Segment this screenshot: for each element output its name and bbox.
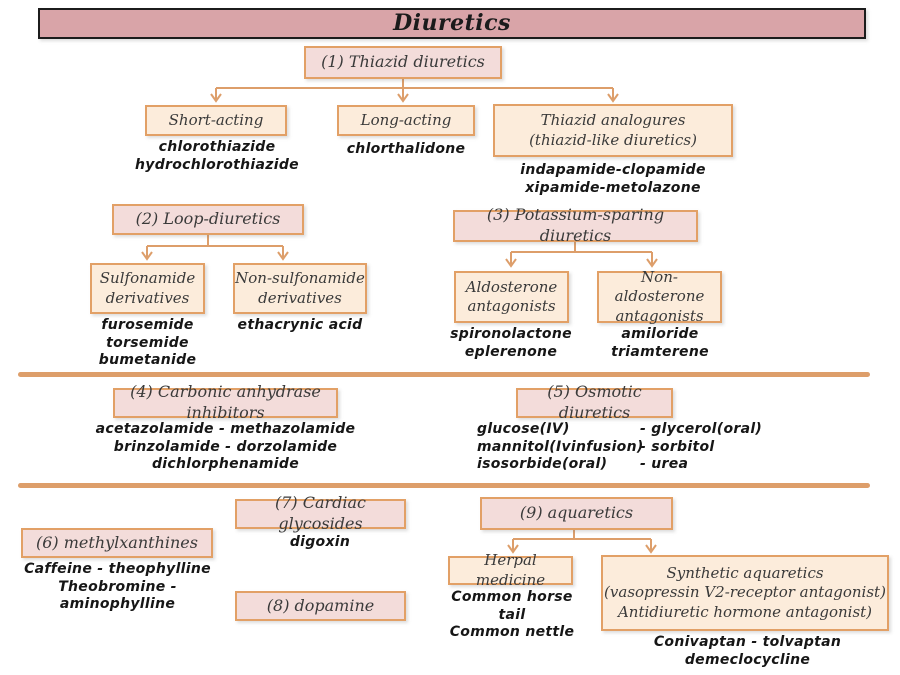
drug-line: acetazolamide - methazolamide — [95, 421, 356, 437]
node-label-line: derivatives — [258, 288, 342, 307]
node-thiazid-diuretics: (1) Thiazid diuretics — [304, 46, 502, 79]
node-label-line: (vasopressin V2-receptor antagonist) — [604, 583, 886, 602]
node-short-acting: Short-acting — [145, 105, 287, 136]
drug-list-sulfonamide: furosemide torsemide bumetanide — [85, 317, 210, 370]
drug-line: glucose(IV) — [477, 421, 570, 437]
drug-line: Theobromine - aminophylline — [58, 578, 177, 613]
separator-line-1 — [18, 372, 870, 377]
separator-line-2 — [18, 483, 870, 488]
drug-line: xipamide-metolazone — [525, 179, 701, 196]
drug-line: demeclocycline — [684, 651, 811, 668]
node-sulfonamide-derivatives: Sulfonamide derivatives — [90, 263, 205, 314]
drug-line: Conivaptan - tolvaptan — [653, 634, 842, 650]
drug-line: bumetanide — [98, 352, 197, 368]
node-label-line: Non-aldosterone — [614, 267, 705, 306]
node-label: Herpal medicine — [475, 551, 546, 589]
drug-line: - urea — [640, 456, 689, 472]
drug-line: triamterene — [611, 343, 709, 360]
drug-line: digoxin — [289, 534, 351, 550]
drug-list-long-acting: chlorthalidone — [330, 141, 482, 159]
node-synthetic-aquaretics: Synthetic aquaretics (vasopressin V2-rec… — [601, 555, 889, 631]
drug-list-synthetic: Conivaptan - tolvaptan demeclocycline — [635, 634, 860, 669]
drug-line: hydrochlorothiazide — [135, 156, 299, 173]
drug-line: mannitol(Ivinfusion) — [477, 438, 644, 455]
drug-list-herbal: Common horse tail Common nettle — [437, 589, 587, 642]
node-potassium-sparing-diuretics: (3) Potassium-sparing diuretics — [453, 205, 698, 245]
node-label: (1) Thiazid diuretics — [321, 52, 485, 72]
drug-list-carbonic: acetazolamide - methazolamide brinzolami… — [93, 421, 358, 474]
diagram-title-banner: Diuretics — [38, 8, 866, 39]
drug-line: chlorthalidone — [346, 141, 466, 157]
node-label-line: Antidiuretic hormone antagonist) — [617, 602, 873, 621]
node-non-aldosterone-antagonists: Non-aldosterone antagonists — [597, 267, 722, 325]
node-long-acting: Long-acting — [337, 105, 475, 136]
node-label-line: antagonists — [615, 306, 704, 325]
node-label-line: antagonists — [467, 297, 556, 315]
node-label-line: Thiazid analogures — [540, 111, 686, 129]
node-label: (7) Cardiac glycosides — [274, 493, 367, 533]
drug-line: Common horse tail — [451, 589, 573, 623]
drug-list-cardiac: digoxin — [250, 534, 390, 552]
node-label-line: Non-sulfonamide — [235, 269, 365, 287]
drug-line: furosemide — [101, 317, 194, 333]
drug-list-non-aldosterone: amiloride triamterene — [595, 326, 725, 361]
node-label-line: Aldosterone — [465, 277, 558, 296]
node-thiazid-analogues: Thiazid analogures (thiazid-like diureti… — [493, 104, 733, 157]
drug-list-thiazid-analogues: indapamide-clopamide xipamide-metolazone — [498, 162, 728, 197]
drug-line: spironolactone — [450, 326, 572, 342]
diagram-title: Diuretics — [393, 10, 511, 37]
drug-line: torsemide — [106, 334, 189, 351]
node-label-line: derivatives — [105, 288, 190, 307]
drug-line: dichlorphenamide — [151, 456, 299, 472]
drug-line: indapamide-clopamide — [520, 162, 706, 178]
drug-line: - sorbitol — [640, 438, 715, 455]
drug-line: Common nettle — [449, 624, 575, 640]
node-label: (4) Carbonic anhydrase inhibitors — [130, 382, 321, 422]
node-aldosterone-antagonists: Aldosterone antagonists — [454, 271, 569, 323]
drug-line: isosorbide(oral) — [477, 456, 608, 472]
node-label-line: Synthetic aquaretics — [666, 563, 824, 582]
drug-line: ethacrynic acid — [237, 317, 363, 333]
drug-list-osmotic-col2: - glycerol(oral) - sorbitol - urea — [640, 421, 780, 474]
node-label: (3) Potassium-sparing diuretics — [486, 205, 665, 245]
node-label: (8) dopamine — [266, 595, 375, 615]
drug-list-methylxanthines: Caffeine - theophylline Theobromine - am… — [5, 561, 230, 614]
node-label: (5) Osmotic diuretics — [547, 382, 642, 422]
drug-list-aldosterone: spironolactone eplerenone — [446, 326, 576, 361]
drug-line: Caffeine - theophylline — [24, 561, 211, 577]
drug-line: - glycerol(oral) — [640, 421, 763, 437]
node-label: (6) methylxanthines — [36, 532, 198, 552]
node-label: (9) aquaretics — [519, 503, 634, 523]
node-dopamine: (8) dopamine — [235, 591, 406, 621]
node-osmotic-diuretics: (5) Osmotic diuretics — [516, 382, 673, 422]
node-aquaretics: (9) aquaretics — [480, 497, 673, 530]
node-non-sulfonamide-derivatives: Non-sulfonamide derivatives — [233, 263, 367, 314]
node-label: Short-acting — [168, 110, 264, 129]
node-methylxanthines: (6) methylxanthines — [21, 528, 213, 558]
drug-line: brinzolamide - dorzolamide — [113, 438, 338, 455]
drug-line: chlorothiazide — [158, 139, 276, 155]
drug-list-osmotic-col1: glucose(IV) mannitol(Ivinfusion) isosorb… — [477, 421, 644, 474]
node-label-line: (thiazid-like diuretics) — [529, 130, 697, 149]
node-loop-diuretics: (2) Loop-diuretics — [112, 204, 304, 235]
node-label: Long-acting — [360, 110, 452, 129]
node-carbonic-anhydrase-inhibitors: (4) Carbonic anhydrase inhibitors — [113, 382, 338, 422]
drug-list-non-sulfonamide: ethacrynic acid — [225, 317, 375, 335]
drug-line: amiloride — [621, 326, 699, 342]
node-label: (2) Loop-diuretics — [135, 209, 281, 229]
drug-line: eplerenone — [464, 343, 558, 360]
drug-list-short-acting: chlorothiazide hydrochlorothiazide — [128, 139, 306, 174]
node-cardiac-glycosides: (7) Cardiac glycosides — [235, 493, 406, 533]
node-label-line: Sulfonamide — [99, 269, 196, 287]
node-herbal-medicine: Herpal medicine — [448, 551, 573, 589]
